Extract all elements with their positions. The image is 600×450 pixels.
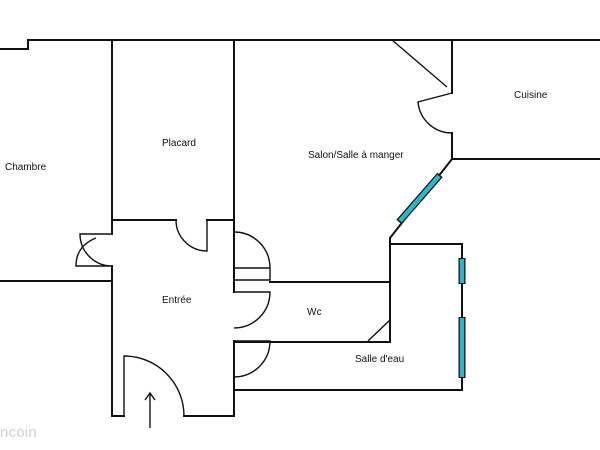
wall-wc-corner — [367, 319, 391, 342]
door-entree-left — [75, 233, 113, 267]
wall-cuisine-corner — [391, 39, 448, 88]
doors — [75, 92, 453, 417]
wall-salle-eau — [233, 243, 463, 391]
arrow-up-icon — [144, 391, 156, 428]
wall-salon-diagonal — [389, 157, 454, 343]
wall-top — [0, 39, 453, 94]
door-salon — [233, 231, 271, 281]
door-placard — [175, 219, 208, 252]
label-salon: Salon/Salle à manger — [308, 150, 404, 161]
label-salle-eau: Salle d'eau — [355, 354, 404, 365]
door-entrance — [123, 355, 185, 417]
label-cuisine: Cuisine — [514, 90, 548, 101]
label-chambre: Chambre — [5, 162, 47, 173]
door-wc — [233, 291, 271, 329]
walls — [0, 39, 600, 417]
window-salon — [398, 174, 441, 223]
label-placard: Placard — [162, 138, 196, 149]
watermark: ncoin — [0, 424, 37, 441]
label-wc: Wc — [307, 307, 321, 318]
windows — [396, 172, 466, 378]
label-entree: Entrée — [162, 295, 192, 306]
door-cuisine — [417, 92, 453, 134]
door-salle-eau — [233, 340, 271, 378]
